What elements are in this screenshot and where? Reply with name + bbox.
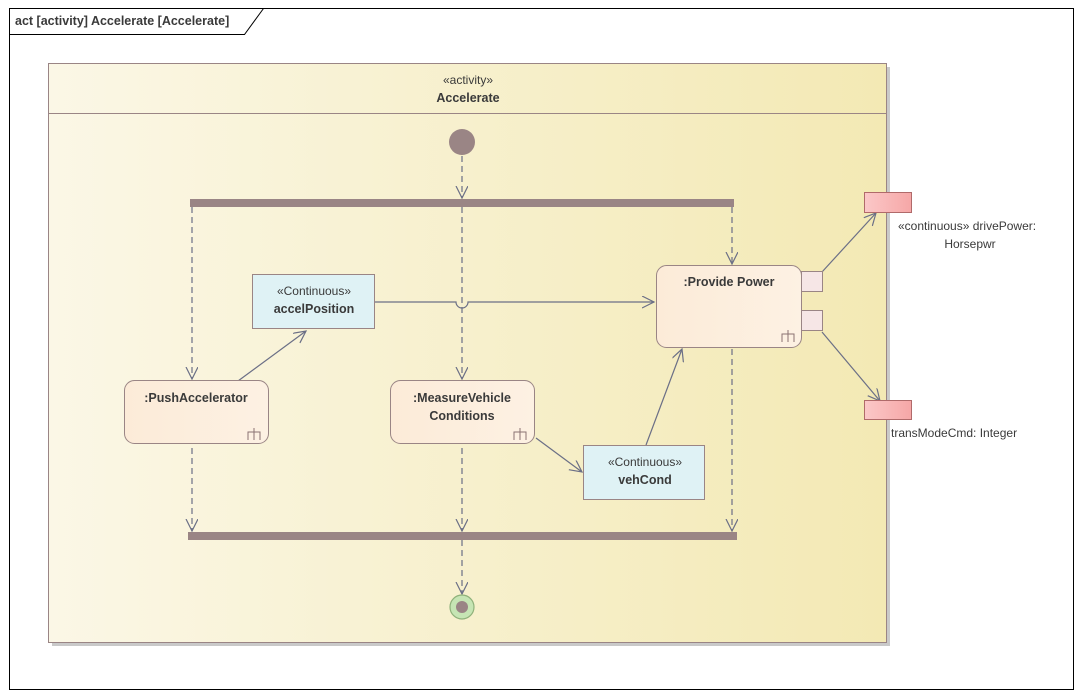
object-node-veh-cond[interactable]: «Continuous» vehCond [583,445,705,500]
frame-title-tab [9,8,264,35]
object-flow-measure-veh[interactable] [535,437,582,472]
frame-title: act [activity] Accelerate [Accelerate] [15,14,229,28]
object-flow-push-accel[interactable] [237,331,306,382]
action-push-label: :PushAccelerator [144,391,248,405]
object-veh-stereotype: «Continuous» [608,455,682,469]
rake-icon [781,330,795,342]
output-pin-drivepower[interactable] [801,271,823,292]
action-push-accelerator[interactable]: :PushAccelerator [124,380,269,444]
object-veh-name: vehCond [618,473,671,487]
rake-icon [513,428,527,440]
fork-bar[interactable] [190,199,734,207]
param-drivepower-type: Horsepwr [944,237,995,251]
parameter-node-transmode[interactable] [864,400,912,420]
object-flow-power-drivepower[interactable] [821,213,876,273]
activity-stereotype: «activity» [443,73,493,87]
action-measure-vehicle-conditions[interactable]: :MeasureVehicle Conditions [390,380,535,444]
output-pin-transmode[interactable] [801,310,823,331]
initial-node[interactable] [449,129,475,155]
activity-container [48,63,887,643]
object-accel-name: accelPosition [274,302,355,316]
object-accel-stereotype: «Continuous» [277,284,351,298]
object-flow-accel-power[interactable] [375,302,654,309]
object-node-accel-position[interactable]: «Continuous» accelPosition [252,274,375,329]
action-power-label: :Provide Power [684,275,775,289]
rake-icon [247,428,261,440]
activity-name: Accelerate [436,91,499,105]
action-measure-label-line1: :MeasureVehicle [413,391,511,405]
object-flow-veh-power[interactable] [645,349,682,446]
action-measure-label-line2: Conditions [429,409,494,423]
join-bar[interactable] [188,532,737,540]
parameter-node-drivepower[interactable] [864,192,912,213]
object-flow-power-transmode[interactable] [821,331,880,401]
param-transmode-label: transModeCmd: Integer [891,426,1017,440]
action-provide-power[interactable]: :Provide Power [656,265,823,348]
activity-final-node[interactable] [449,594,475,620]
param-drivepower-label: «continuous» drivePower: [898,219,1036,233]
